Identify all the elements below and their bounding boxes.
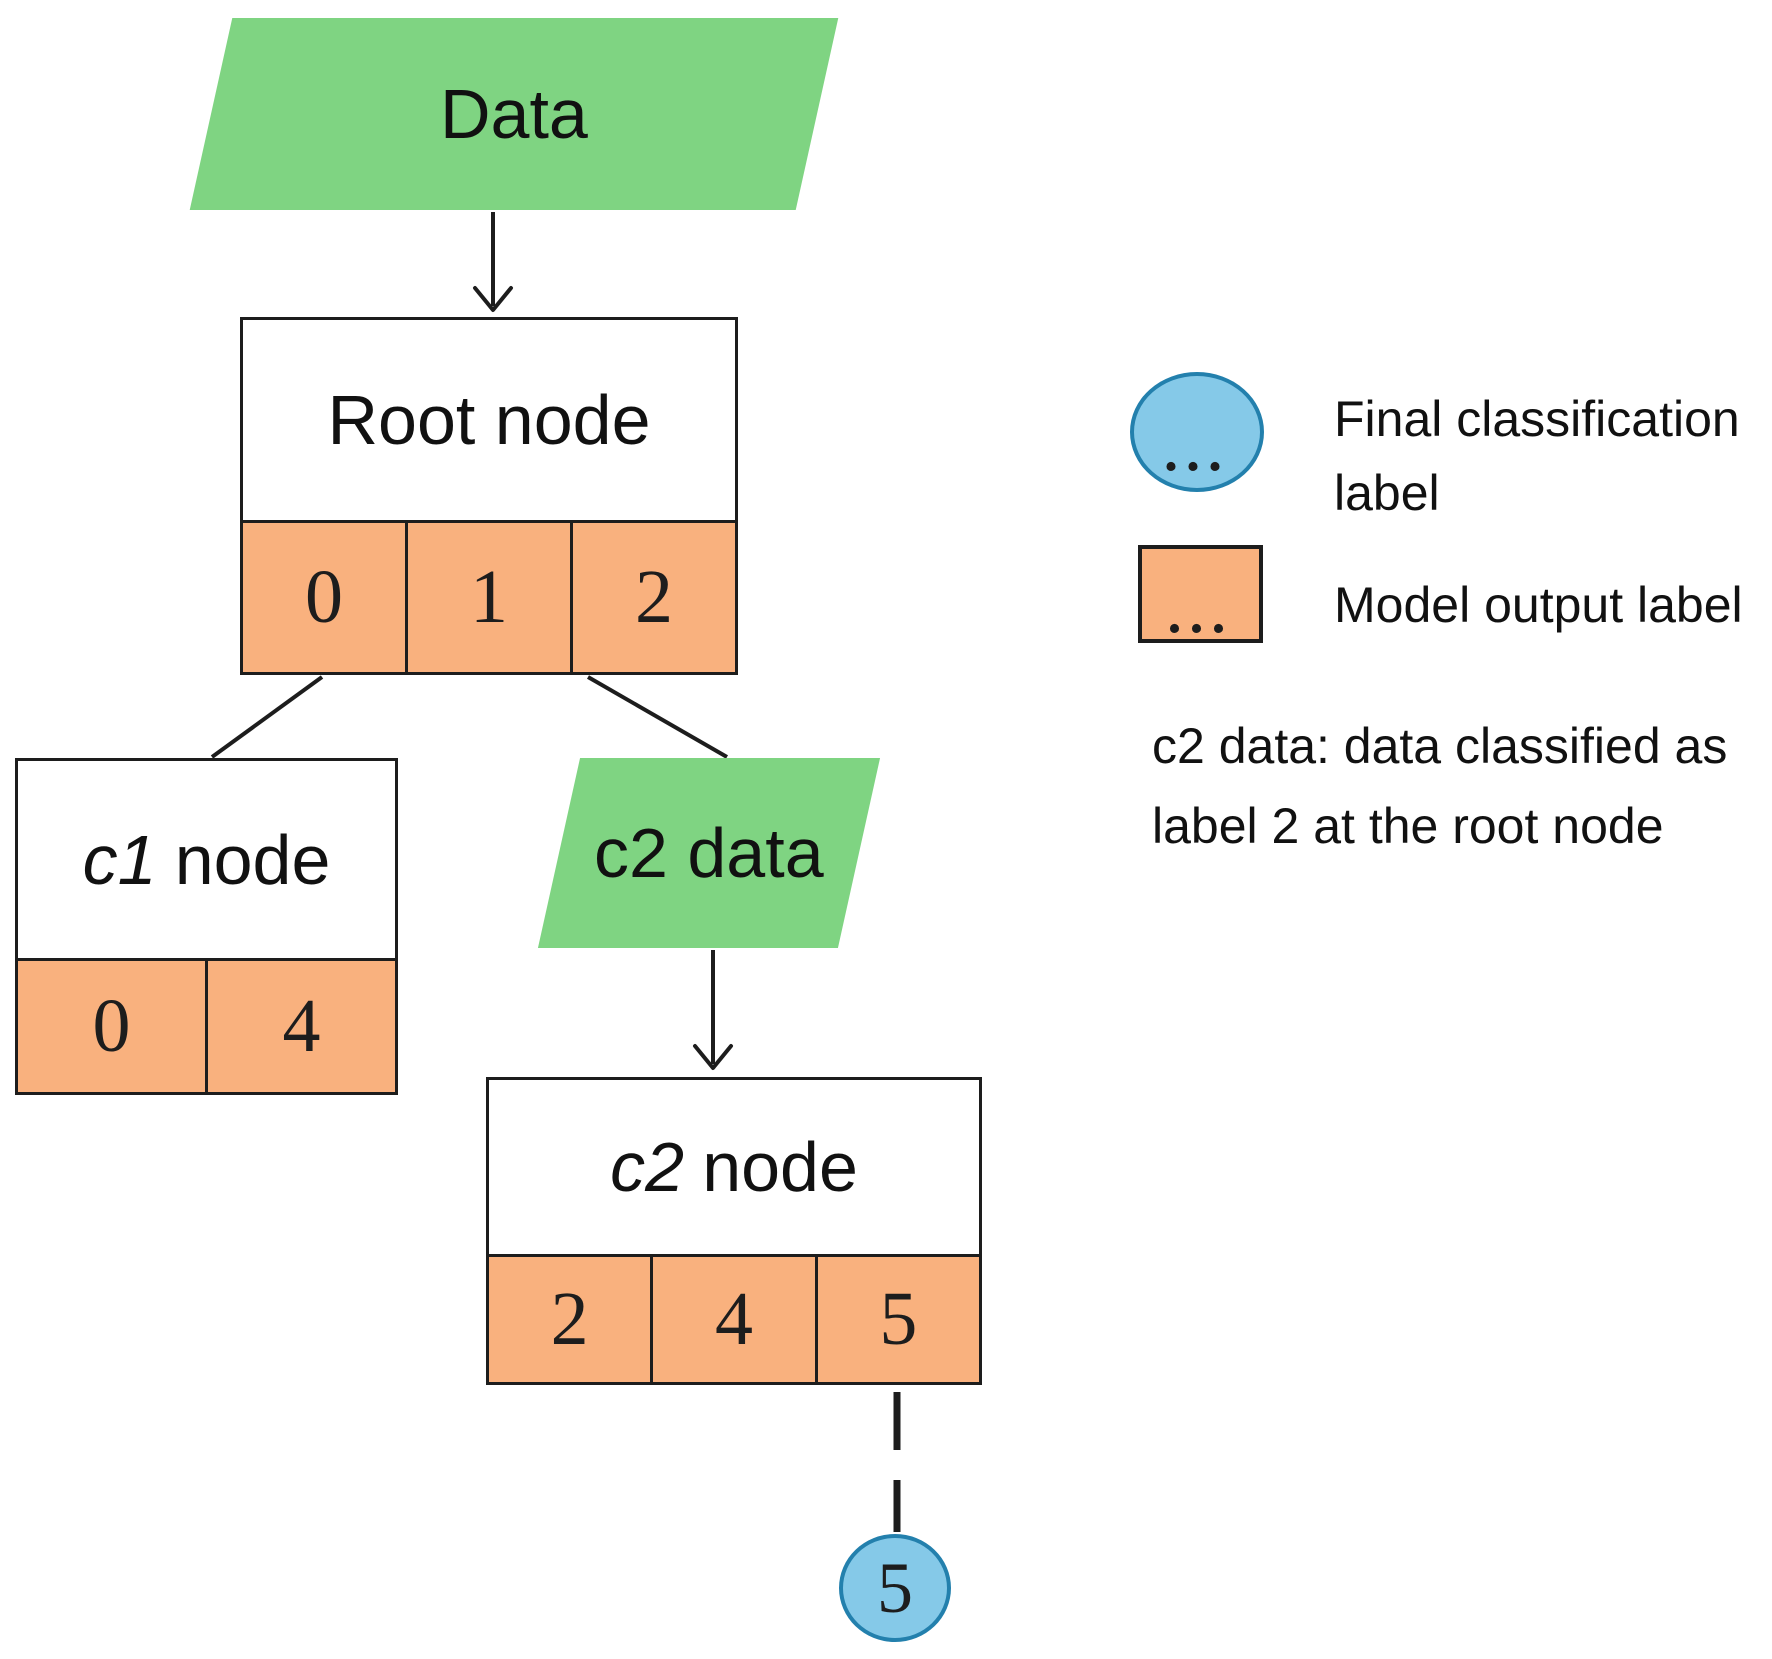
c2-cell-4: 4 (650, 1257, 815, 1382)
final-classification-value: 5 (877, 1547, 913, 1628)
edge-root-cell2-to-c2data (587, 675, 728, 759)
data-input-label: Data (440, 75, 588, 153)
c1-node-output-cells: 0 4 (18, 958, 395, 1092)
legend-final-classification-icon: ... (1130, 372, 1264, 492)
arrowhead-c2data-to-c2node-icon (693, 1044, 733, 1070)
c2-data-note: c2 data: data classified as label 2 at t… (1152, 706, 1727, 866)
root-node-output-cells: 0 1 2 (243, 520, 735, 672)
c2-node-title: c2 node (489, 1080, 979, 1254)
c1-node-title-suffix: node (174, 820, 331, 899)
root-node: Root node 0 1 2 (240, 317, 738, 675)
c2-node-title-suffix: node (702, 1128, 858, 1206)
c2-cell-2: 2 (489, 1257, 651, 1382)
c2-data-label: c2 data (594, 814, 824, 892)
legend-model-output-label: Model output label (1334, 577, 1743, 633)
c2-node: c2 node 2 4 5 (486, 1077, 982, 1385)
legend-final-classification-label: Final classification label (1334, 382, 1740, 530)
c1-cell-0: 0 (18, 961, 205, 1092)
c2-data-note-line1: c2 data: data classified as (1152, 718, 1728, 774)
c2-node-title-prefix: c2 (610, 1128, 684, 1206)
c1-node-title-prefix: c1 (82, 820, 157, 899)
c2-data-parallelogram: c2 data (537, 758, 881, 948)
legend-final-classification-line1: Final classification (1334, 391, 1740, 447)
data-input-parallelogram: Data (189, 18, 839, 210)
c1-node: c1 node 0 4 (15, 758, 398, 1095)
edge-root-cell0-to-c1 (210, 675, 324, 759)
c2-node-output-cells: 2 4 5 (489, 1254, 979, 1382)
root-cell-1: 1 (405, 523, 570, 672)
root-node-title: Root node (327, 381, 651, 459)
arrowhead-data-to-root-icon (473, 286, 513, 312)
final-classification-circle: 5 (839, 1534, 951, 1642)
legend-final-classification-line2: label (1334, 465, 1440, 521)
c1-node-title: c1 node (18, 761, 395, 958)
c2-data-note-line2: label 2 at the root node (1152, 798, 1664, 854)
root-cell-2: 2 (570, 523, 735, 672)
c1-cell-4: 4 (205, 961, 395, 1092)
root-cell-0: 0 (243, 523, 405, 672)
c2-cell-5: 5 (814, 1257, 979, 1382)
legend-model-output-icon: ... (1138, 545, 1263, 643)
